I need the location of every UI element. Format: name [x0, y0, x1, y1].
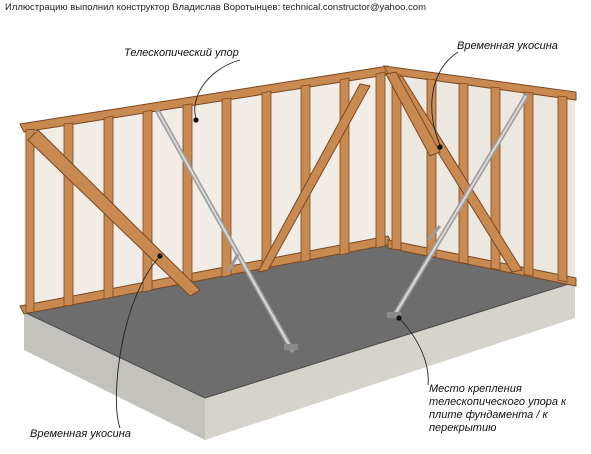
leader-lines	[115, 51, 459, 429]
telescopic-prop-left	[155, 109, 298, 353]
back-wall-sheathing	[24, 70, 388, 310]
illustration-credit: Иллюстрацию выполнил конструктор Владисл…	[5, 2, 426, 13]
small-prop-middle	[226, 225, 442, 273]
telescopic-prop-right	[387, 93, 529, 319]
temporary-brace-label-top: Временная укосина	[457, 40, 558, 52]
temporary-brace-label-bottom: Временная укосина	[30, 428, 131, 440]
slab-side-face	[205, 282, 575, 440]
slab-front-face	[24, 312, 205, 440]
leader-dots	[157, 117, 443, 321]
temporary-brace-right	[385, 71, 441, 157]
mount-point-label: Место крепления телескопического упора к…	[429, 383, 567, 434]
back-wall-frame	[19, 65, 393, 315]
telescopic-prop-label: Телескопический упор	[124, 47, 239, 59]
slab-top	[24, 240, 575, 398]
